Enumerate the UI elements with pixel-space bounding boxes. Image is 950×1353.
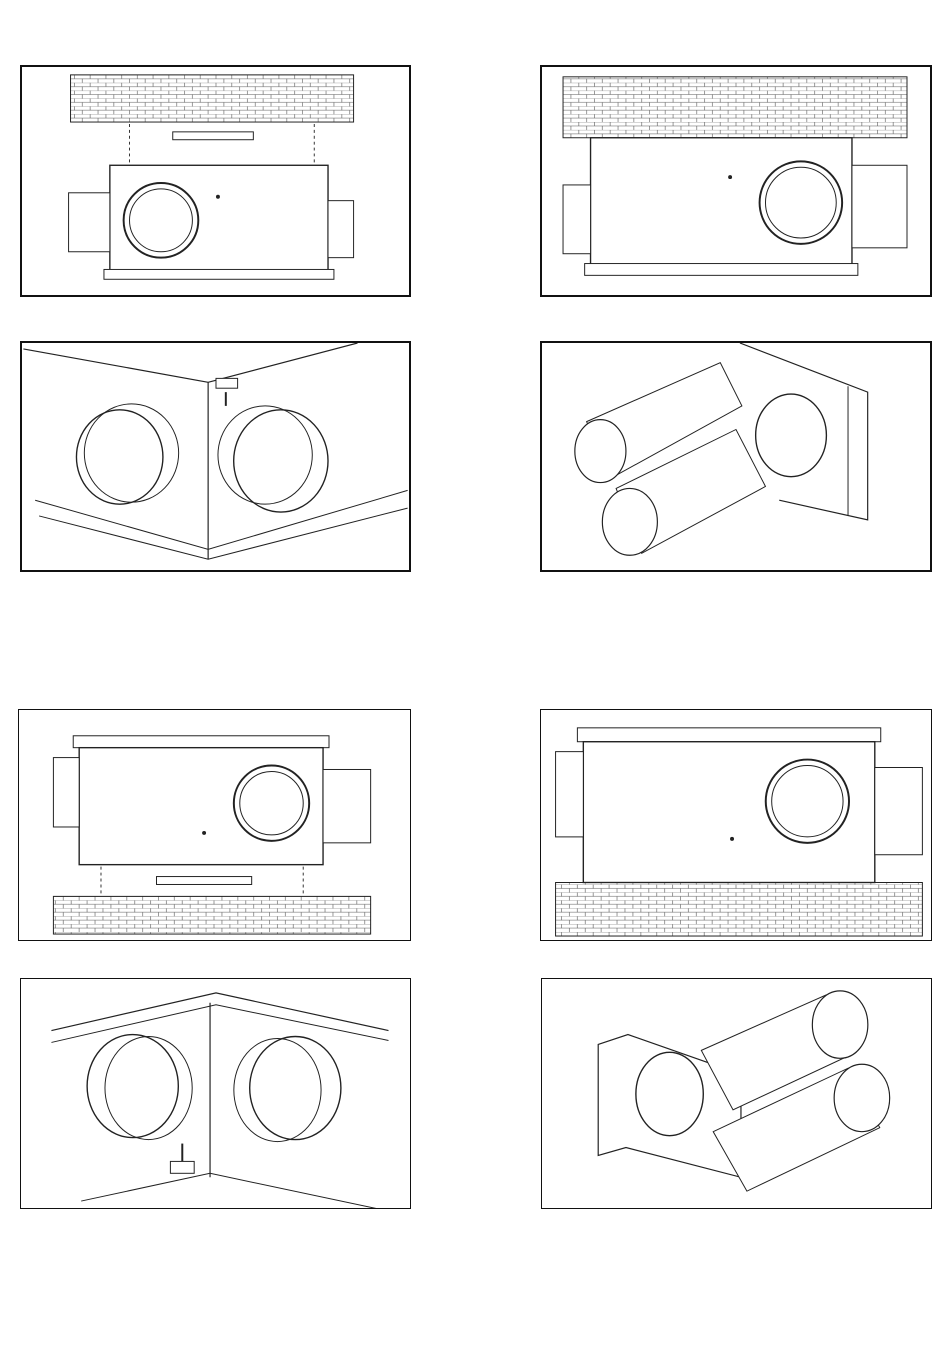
floor-brick <box>53 896 370 934</box>
panel-duct-connection-top <box>540 341 932 572</box>
illustration-unit-below-ceiling <box>22 67 409 295</box>
illustration-unit-mounted-floor <box>541 710 931 940</box>
ceiling-brick <box>563 77 907 138</box>
duct-port <box>760 161 843 244</box>
illustration-corner-bracket-top <box>22 343 409 570</box>
duct-port <box>124 183 199 258</box>
illustration-duct-connection-top <box>542 343 930 570</box>
duct-port-left <box>87 1035 178 1138</box>
panel-corner-bracket-top <box>20 341 411 572</box>
mounting-bracket <box>216 378 238 388</box>
duct-port <box>766 760 849 843</box>
mounting-bracket <box>170 1161 194 1173</box>
floor-brick <box>556 883 923 937</box>
panel-unit-mounted-ceiling <box>540 65 932 297</box>
panel-duct-connection-bottom <box>541 978 932 1209</box>
illustration-unit-above-floor <box>19 710 410 940</box>
ceiling-brick <box>71 75 354 122</box>
panel-unit-above-floor <box>18 709 411 941</box>
duct-port <box>234 766 309 841</box>
duct-port-left <box>76 410 162 504</box>
duct-port-right <box>250 1036 341 1139</box>
illustration-corner-bracket-bottom <box>21 979 410 1208</box>
duct-port-right <box>234 410 328 512</box>
illustration-unit-mounted-ceiling <box>542 67 930 295</box>
panel-corner-bracket-bottom <box>20 978 411 1209</box>
illustration-duct-connection-bottom <box>542 979 931 1208</box>
panel-unit-mounted-floor <box>540 709 932 941</box>
mounting-bracket <box>173 132 254 140</box>
panel-unit-below-ceiling <box>20 65 411 297</box>
